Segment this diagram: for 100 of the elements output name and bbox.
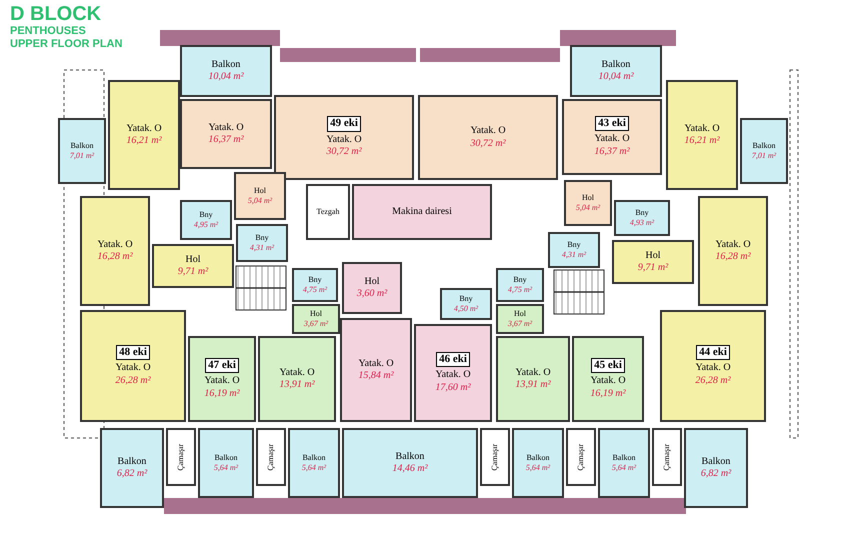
room-name: Yatak. O	[435, 369, 471, 382]
room-name: Balkon	[702, 456, 730, 468]
room-name: Hol	[254, 186, 266, 196]
room-name: Bny	[567, 240, 581, 250]
room-area: 10,04 m²	[598, 71, 634, 84]
room-name: Yatak. O	[97, 238, 133, 251]
room-area: 4,31 m²	[562, 250, 586, 260]
room-area: 4,50 m²	[454, 304, 478, 314]
room-area: 13,91 m²	[279, 379, 315, 392]
room-name: Yatak. O	[358, 358, 394, 370]
room-area-box	[180, 99, 272, 169]
room-name: Balkon	[70, 141, 94, 151]
room-name: Çamaşır	[177, 444, 185, 470]
room-name: Hol	[310, 309, 322, 319]
room-name: Bny	[199, 210, 213, 220]
room-area-box	[740, 118, 788, 184]
room-name: Yatak. O	[279, 366, 315, 379]
room-name: Çamaşır	[663, 444, 671, 470]
room-area: 5,64 m²	[302, 463, 326, 473]
room-name: Yatak. O	[326, 134, 362, 146]
room-area-box	[188, 336, 256, 422]
room-area: 4,31 m²	[250, 243, 274, 253]
room-name: Yatak. O	[715, 238, 751, 251]
room-area-box	[614, 200, 670, 236]
room-area-box	[666, 80, 738, 190]
room-area: 30,72 m²	[470, 138, 506, 150]
room-area-box	[152, 244, 234, 288]
room-area-box	[496, 304, 544, 334]
room-area: 9,71 m²	[638, 262, 668, 274]
room-area: 5,64 m²	[526, 463, 550, 473]
room-name: Bny	[308, 275, 322, 285]
room-area-box	[418, 95, 558, 180]
room-name: Balkon	[752, 141, 776, 151]
unit-number: 44 eki	[696, 344, 730, 360]
laundry-closet	[166, 428, 196, 486]
room-area-box	[80, 310, 186, 422]
room-area-box	[562, 99, 662, 175]
room-area: 15,84 m²	[358, 370, 394, 382]
room-area: 4,95 m²	[194, 220, 218, 230]
room-name: Hol	[582, 193, 594, 203]
room-name: Bny	[635, 208, 649, 218]
room-area-box	[342, 428, 478, 498]
laundry-closet	[256, 428, 286, 486]
room-area: 16,21 m²	[126, 135, 162, 148]
room-area: 14,46 m²	[392, 463, 428, 476]
room-name: Bny	[513, 275, 527, 285]
room-area: 16,37 m²	[208, 134, 244, 146]
room-name: Yatak. O	[590, 375, 626, 388]
laundry-closet	[480, 428, 510, 486]
room-area: 13,91 m²	[515, 379, 551, 392]
room-area: 4,75 m²	[508, 285, 532, 295]
room-area: 26,28 m²	[695, 374, 731, 388]
title: D BLOCK	[10, 4, 102, 24]
laundry-closet	[652, 428, 682, 486]
room-area-box	[340, 318, 412, 422]
room-area-box	[512, 428, 564, 498]
room-name: Balkon	[302, 453, 326, 463]
room-area-box	[288, 428, 340, 498]
room-area: 5,64 m²	[612, 463, 636, 473]
room-name: Çamaşır	[577, 444, 585, 470]
room-name: Çamaşır	[267, 444, 275, 470]
room-area-box	[564, 180, 612, 226]
room-area-box	[548, 232, 600, 268]
room-area: 3,67 m²	[304, 319, 328, 329]
room-name: Yatak. O	[208, 122, 244, 134]
room-area-box	[58, 118, 106, 184]
room-area: 16,19 m²	[204, 388, 240, 400]
room-area: 9,71 m²	[178, 266, 208, 278]
room-name: Bny	[459, 294, 473, 304]
room-name: Yatak. O	[684, 122, 720, 135]
room-name: Balkon	[612, 453, 636, 463]
room-area-box	[180, 200, 232, 240]
unit-number: 48 eki	[116, 344, 150, 360]
room-area-box	[236, 224, 288, 262]
unit-number: 43 eki	[595, 116, 629, 132]
room-name: Yatak. O	[470, 125, 506, 138]
room-area-box	[234, 172, 286, 220]
room-name: Balkon	[396, 450, 424, 463]
room-name: Hol	[186, 254, 200, 266]
room-area: 6,82 m²	[700, 468, 732, 480]
subtitle: PENTHOUSES	[10, 26, 87, 37]
room-name: Balkon	[214, 453, 238, 463]
room-area-box	[352, 184, 492, 240]
room-area-box	[572, 336, 644, 422]
room-area-box	[698, 196, 768, 306]
unit-number: 45 eki	[591, 358, 625, 374]
room-area: 6,82 m²	[116, 468, 148, 480]
subtitle: UPPER FLOOR PLAN	[10, 39, 122, 50]
unit-number: 49 eki	[327, 116, 361, 132]
room-area: 5,04 m²	[576, 203, 600, 213]
room-name: Yatak. O	[126, 122, 162, 135]
room-area: 16,28 m²	[715, 251, 751, 264]
unit-number: 47 eki	[205, 358, 239, 374]
unit-number: 46 eki	[436, 352, 470, 368]
room-area: 5,64 m²	[214, 463, 238, 473]
room-area: 30,72 m²	[326, 146, 362, 159]
room-area: 4,93 m²	[630, 218, 654, 228]
room-area-box	[414, 324, 492, 422]
room-name: Yatak. O	[515, 366, 551, 379]
room-area-box	[660, 310, 766, 422]
